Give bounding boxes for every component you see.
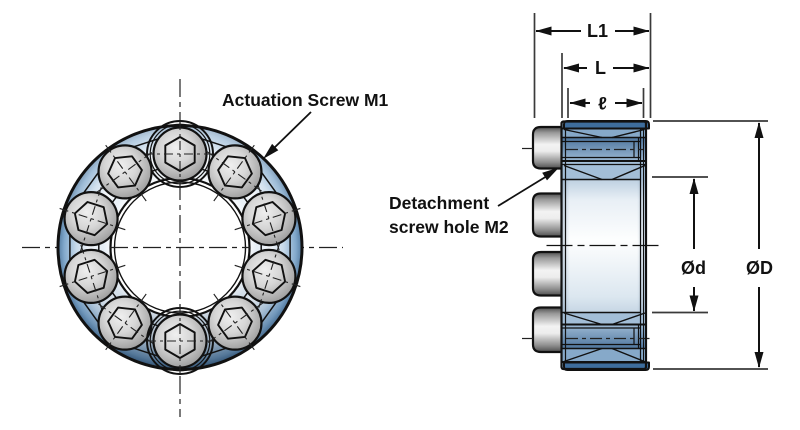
- side-body-outline: [560, 120, 648, 371]
- detachment-leader-arrowhead: [542, 167, 559, 181]
- screw-pocket-edge: [260, 171, 278, 194]
- side-screw-section-bottom: [561, 325, 646, 349]
- side-taper-bottom-b: [561, 348, 646, 363]
- screw-centermark-radial: [56, 206, 126, 231]
- screw-hex-socket: [73, 201, 109, 237]
- screw-pocket-edge: [242, 291, 249, 299]
- screw-hex-socket: [107, 155, 143, 189]
- screw-hex-socket: [217, 306, 253, 340]
- screw-centermark-radial: [234, 206, 304, 231]
- dim-label-ell: ℓ: [598, 94, 607, 114]
- screw-centermark-tangential: [257, 242, 281, 311]
- screw-pocket-edge: [111, 291, 118, 299]
- dim-label-L: L: [595, 58, 606, 78]
- screw-centermark-tangential: [79, 184, 103, 253]
- annotations: Actuation Screw M1 Detachment screw hole…: [222, 90, 559, 237]
- side-bore-edge-shading: [561, 180, 646, 313]
- screw-centermark-tangential: [95, 301, 155, 345]
- screw-pocket-edge: [111, 196, 118, 204]
- screw-centermark-tangential: [257, 184, 281, 253]
- screw-pocket-edge: [242, 196, 249, 204]
- dim-label-L1: L1: [587, 21, 608, 41]
- side-screw-head-2: [531, 192, 564, 238]
- actuation-screw-label: Actuation Screw M1: [222, 90, 389, 110]
- dimensions: L1 L ℓ Ød ØD: [533, 13, 773, 370]
- screw-centermark-radial: [213, 142, 257, 202]
- side-screw-head-1: [531, 125, 564, 170]
- screw-centermark-tangential: [95, 150, 155, 194]
- screw-centermark-radial: [234, 264, 304, 289]
- dim-outer-diameter: ØD: [746, 122, 773, 368]
- screw-centermark-radial: [103, 142, 147, 202]
- screw-hex-socket: [164, 323, 196, 359]
- side-taper-top-b: [561, 161, 646, 180]
- screw-centermark-tangential: [205, 301, 265, 345]
- screw-pocket-edge: [260, 301, 278, 324]
- side-view: [522, 120, 661, 371]
- screw-pocket-edge: [82, 171, 100, 194]
- detachment-label-line1: Detachment: [389, 193, 489, 213]
- screw-hex-socket: [217, 155, 253, 189]
- screw-hex-socket: [251, 258, 287, 294]
- detachment-label-line2: screw hole M2: [389, 217, 509, 237]
- detachment-leader-line: [497, 175, 548, 207]
- screw-hex-socket: [73, 258, 109, 294]
- actuation-leader-arrowhead: [263, 143, 279, 159]
- screw-hex-socket: [251, 201, 287, 237]
- extension-lines: [533, 13, 768, 370]
- side-screw-head-4: [531, 306, 564, 354]
- side-screw-head-3: [531, 250, 564, 297]
- screw-centermark-radial: [103, 293, 147, 353]
- screw-head: [97, 295, 153, 351]
- side-horizontal-edges: [561, 127, 646, 363]
- screw-head: [207, 144, 263, 200]
- side-screw-section-top: [561, 137, 646, 161]
- screw-centermark-radial: [56, 264, 126, 289]
- side-taper-lines: [563, 128, 646, 363]
- actuation-leader-line: [271, 111, 312, 151]
- screw-centermark-tangential: [79, 242, 103, 311]
- front-view: [22, 79, 343, 417]
- front-screws: [56, 118, 304, 377]
- screw-centermark-radial: [213, 293, 257, 353]
- side-taper-top-a: [561, 128, 646, 138]
- dim-ell: ℓ: [569, 94, 643, 114]
- screw-hex-socket: [164, 136, 196, 172]
- dim-label-inner-diameter: Ød: [681, 258, 706, 278]
- screw-hex-socket: [107, 306, 143, 340]
- side-taper-bottom-a: [561, 312, 646, 326]
- screw-pocket-edge: [82, 301, 100, 324]
- dim-L1: L1: [535, 21, 650, 41]
- screw-centermark-tangential: [205, 150, 265, 194]
- screw-head: [97, 144, 153, 200]
- dim-L: L: [563, 58, 650, 78]
- dim-label-outer-diameter: ØD: [746, 258, 773, 278]
- dim-inner-diameter: Ød: [681, 178, 706, 312]
- screw-head: [207, 295, 263, 351]
